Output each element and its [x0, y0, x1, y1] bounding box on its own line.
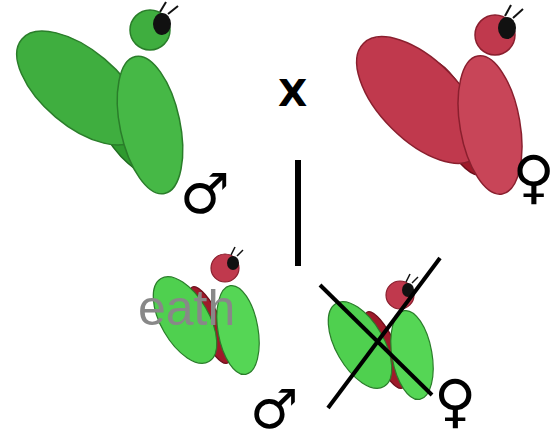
fly-antenna: [406, 274, 410, 282]
fly-antenna: [231, 247, 235, 255]
green-fly: [0, 2, 194, 200]
fly-antenna: [168, 6, 178, 14]
fly-antenna: [160, 2, 166, 12]
female-symbol: ♀: [434, 372, 476, 430]
fly-head: [130, 10, 170, 50]
cross-line: [295, 160, 301, 266]
fly-antenna: [412, 277, 418, 283]
cross-sign: X: [278, 74, 307, 112]
fly-head: [211, 254, 239, 282]
fly-eye: [498, 17, 516, 39]
fly-antenna: [237, 250, 243, 256]
fly-antenna: [505, 5, 511, 16]
partial-word: eath: [138, 283, 235, 333]
female-symbol: ♀: [513, 148, 555, 206]
offspring-fly: [315, 274, 439, 403]
fly-eye: [227, 256, 239, 270]
fly-antenna: [513, 9, 523, 18]
red-fly: [335, 5, 532, 199]
male-symbol: ♂: [250, 383, 298, 437]
fly-head: [475, 15, 515, 55]
male-symbol: ♂: [180, 166, 230, 222]
cross-out-line: [328, 258, 440, 408]
fly-eye: [153, 13, 171, 35]
cross-out-line: [320, 285, 432, 395]
fly-head: [386, 281, 414, 309]
